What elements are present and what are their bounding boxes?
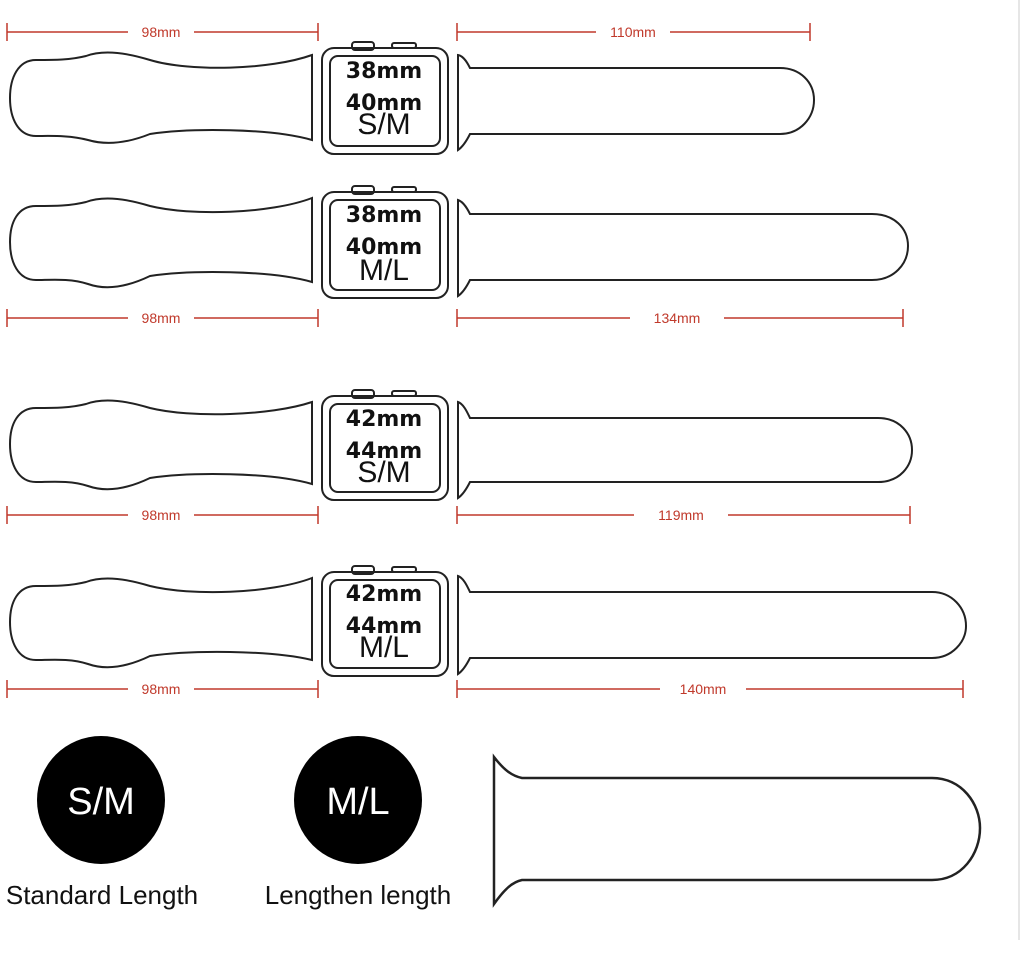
fit-label: M/L bbox=[359, 631, 409, 664]
right-strap bbox=[457, 53, 816, 152]
dimension-left bbox=[6, 680, 319, 698]
dimension-right bbox=[456, 680, 964, 698]
fit-label: S/M bbox=[357, 456, 410, 489]
left-length-label: 98mm bbox=[142, 681, 181, 697]
dimension-right bbox=[456, 506, 911, 524]
dimension-right bbox=[456, 23, 811, 41]
sm-badge bbox=[37, 736, 165, 864]
right-strap bbox=[457, 574, 968, 676]
right-strap bbox=[457, 400, 914, 500]
size-label-1: 42mm bbox=[346, 407, 422, 432]
strap-illustration bbox=[492, 753, 982, 908]
dimension-left bbox=[6, 506, 319, 524]
left-length-label: 98mm bbox=[142, 507, 181, 523]
size-label-1: 38mm bbox=[346, 59, 422, 84]
sm-badge-label: S/M bbox=[67, 781, 135, 823]
size-label-2: 44mm bbox=[346, 614, 422, 639]
left-strap bbox=[8, 196, 313, 289]
size-label-2: 40mm bbox=[346, 235, 422, 260]
row-38-40-sm: 98mm 110mm 38mm 40mm S/M bbox=[6, 23, 816, 155]
ml-badge-label: M/L bbox=[326, 781, 389, 823]
watch-case bbox=[321, 565, 449, 677]
right-length-label: 119mm bbox=[658, 507, 704, 523]
left-length-label: 98mm bbox=[142, 310, 181, 326]
watch-case bbox=[321, 389, 449, 501]
legend-standard: S/M Standard Length bbox=[6, 736, 198, 910]
legend-lengthen: M/L Lengthen length bbox=[265, 736, 452, 910]
left-strap bbox=[8, 576, 313, 669]
fit-label: S/M bbox=[357, 108, 410, 141]
watch-case bbox=[321, 185, 449, 299]
size-label-1: 42mm bbox=[346, 582, 422, 607]
dimension-left bbox=[6, 23, 319, 41]
right-strap bbox=[457, 198, 910, 298]
dimension-right bbox=[456, 309, 904, 327]
watch-case bbox=[321, 41, 449, 155]
row-42-44-sm: 42mm 44mm S/M 98mm 119mm bbox=[6, 389, 914, 524]
right-length-label: 134mm bbox=[654, 310, 701, 326]
left-strap bbox=[8, 399, 313, 491]
fit-label: M/L bbox=[359, 254, 409, 287]
right-length-label: 110mm bbox=[610, 24, 656, 40]
standard-length-caption: Standard Length bbox=[6, 880, 198, 910]
row-42-44-ml: 42mm 44mm M/L 98mm 140mm bbox=[6, 565, 968, 698]
right-length-label: 140mm bbox=[680, 681, 727, 697]
row-38-40-ml: 38mm 40mm M/L 98mm 134mm bbox=[6, 185, 910, 327]
ml-badge bbox=[294, 736, 422, 864]
size-label-2: 40mm bbox=[346, 91, 422, 116]
left-length-label: 98mm bbox=[142, 24, 181, 40]
left-strap bbox=[8, 51, 313, 144]
size-label-1: 38mm bbox=[346, 203, 422, 228]
dimension-left bbox=[6, 309, 319, 327]
lengthen-length-caption: Lengthen length bbox=[265, 880, 452, 910]
size-label-2: 44mm bbox=[346, 439, 422, 464]
